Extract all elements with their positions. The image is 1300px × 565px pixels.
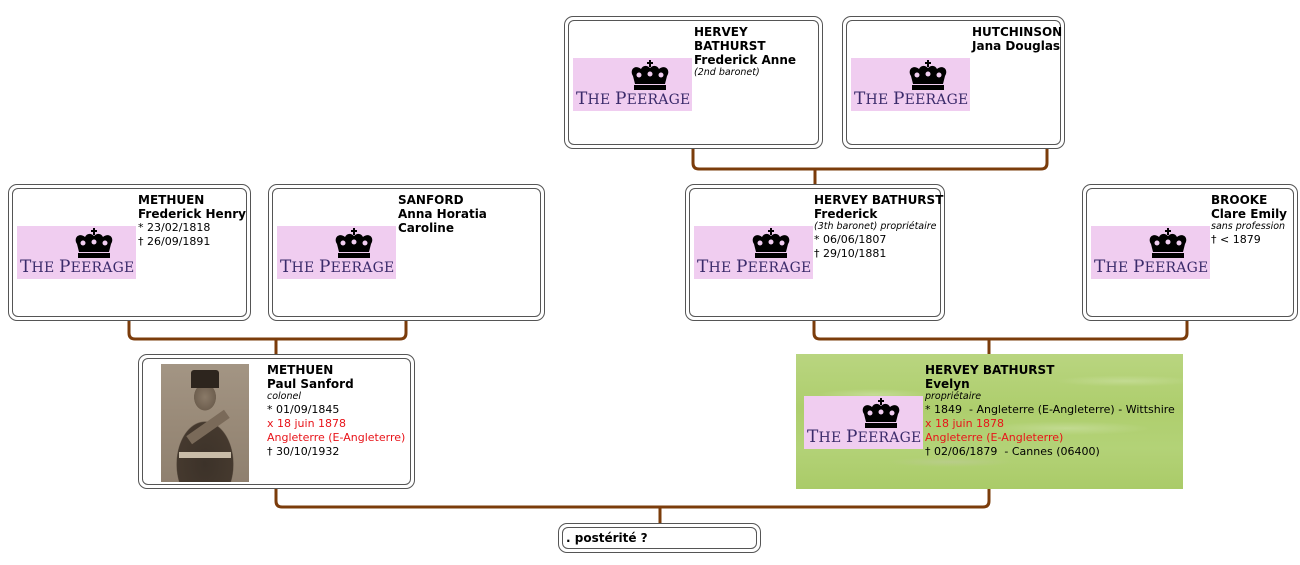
the-peerage-logo: THE PEERAGE xyxy=(573,58,692,111)
connector-frederick-anne-jana xyxy=(691,149,1049,171)
occupation: (3th baronet) propriétaire xyxy=(814,221,937,232)
given-name: Frederick Anne xyxy=(694,53,797,67)
crown-icon xyxy=(862,398,900,428)
marriage-place: Angleterre (E-Angleterre) xyxy=(925,431,1064,444)
surname: HERVEY BATHURST xyxy=(694,25,766,53)
marriage-date: x 18 juin 1878 xyxy=(925,417,1005,430)
surname: HERVEY BATHURST xyxy=(814,193,944,207)
crown-icon xyxy=(335,228,373,258)
surname: METHUEN xyxy=(138,193,205,207)
death-date: † 29/10/1881 xyxy=(814,247,887,260)
death-date: † < 1879 xyxy=(1211,233,1261,246)
given-name: Frederick xyxy=(814,207,878,221)
crown-icon xyxy=(752,228,790,258)
marriage-date: x 18 juin 1878 xyxy=(267,417,347,430)
death-date: † 02/06/1879 - Cannes (06400) xyxy=(925,445,1100,458)
person-card-frederick-anne[interactable]: THE PEERAGE HERVEY BATHURST Frederick An… xyxy=(564,16,823,149)
birth-date: * 06/06/1807 xyxy=(814,233,887,246)
given-name: Evelyn xyxy=(925,377,970,391)
given-name: Clare Emily xyxy=(1211,207,1288,221)
occupation: colonel xyxy=(267,391,301,402)
crown-icon xyxy=(631,60,669,90)
person-card-paul-sanford[interactable]: METHUEN Paul Sanford colonel * 01/09/184… xyxy=(138,354,415,489)
surname: HUTCHINSON xyxy=(972,25,1063,39)
portrait-photo xyxy=(161,364,249,482)
birth-date: * 23/02/1818 xyxy=(138,221,211,234)
the-peerage-logo: THE PEERAGE xyxy=(804,396,923,449)
the-peerage-logo: THE PEERAGE xyxy=(277,226,396,279)
posterity-card[interactable]: . postérité ? xyxy=(558,523,761,553)
the-peerage-logo: THE PEERAGE xyxy=(851,58,970,111)
connector-paul-evelyn xyxy=(274,489,991,509)
surname: METHUEN xyxy=(267,363,334,377)
crown-icon xyxy=(1149,228,1187,258)
surname: BROOKE xyxy=(1211,193,1268,207)
birth-date: * 01/09/1845 xyxy=(267,403,340,416)
person-card-evelyn[interactable]: THE PEERAGE HERVEY BATHURST Evelyn propr… xyxy=(796,354,1183,489)
person-card-frederick-henry[interactable]: THE PEERAGE METHUEN Frederick Henry * 23… xyxy=(8,184,251,321)
given-name: Jana Douglas xyxy=(972,39,1061,53)
posterity-label: . postérité ? xyxy=(566,531,648,545)
occupation: propriétaire xyxy=(925,391,982,402)
given-name: Anna Horatia Caroline xyxy=(398,207,487,235)
given-name: Paul Sanford xyxy=(267,377,354,391)
the-peerage-logo: THE PEERAGE xyxy=(694,226,813,279)
person-card-anna-horatia-caroline[interactable]: THE PEERAGE SANFORD Anna Horatia Carolin… xyxy=(268,184,545,321)
crown-icon xyxy=(909,60,947,90)
birth-date: * 1849 - Angleterre (E-Angleterre) - Wit… xyxy=(925,403,1175,416)
person-card-frederick[interactable]: THE PEERAGE HERVEY BATHURST Frederick (3… xyxy=(685,184,945,321)
death-date: † 30/10/1932 xyxy=(267,445,340,458)
death-date: † 26/09/1891 xyxy=(138,235,211,248)
occupation: sans profession xyxy=(1211,221,1286,232)
given-name: Frederick Henry xyxy=(138,207,246,221)
marriage-place: Angleterre (E-Angleterre) xyxy=(267,431,406,444)
crown-icon xyxy=(75,228,113,258)
connector-frederick-henry-anna xyxy=(127,321,408,341)
person-card-jana-douglas[interactable]: THE PEERAGE HUTCHINSON Jana Douglas xyxy=(842,16,1065,149)
connector-frederick-clare xyxy=(812,321,1189,341)
occupation: (2nd baronet) xyxy=(694,67,760,78)
the-peerage-logo: THE PEERAGE xyxy=(1091,226,1210,279)
surname: HERVEY BATHURST xyxy=(925,363,1055,377)
person-card-clare-emily[interactable]: THE PEERAGE BROOKE Clare Emily sans prof… xyxy=(1082,184,1298,321)
surname: SANFORD xyxy=(398,193,464,207)
the-peerage-logo: THE PEERAGE xyxy=(17,226,136,279)
